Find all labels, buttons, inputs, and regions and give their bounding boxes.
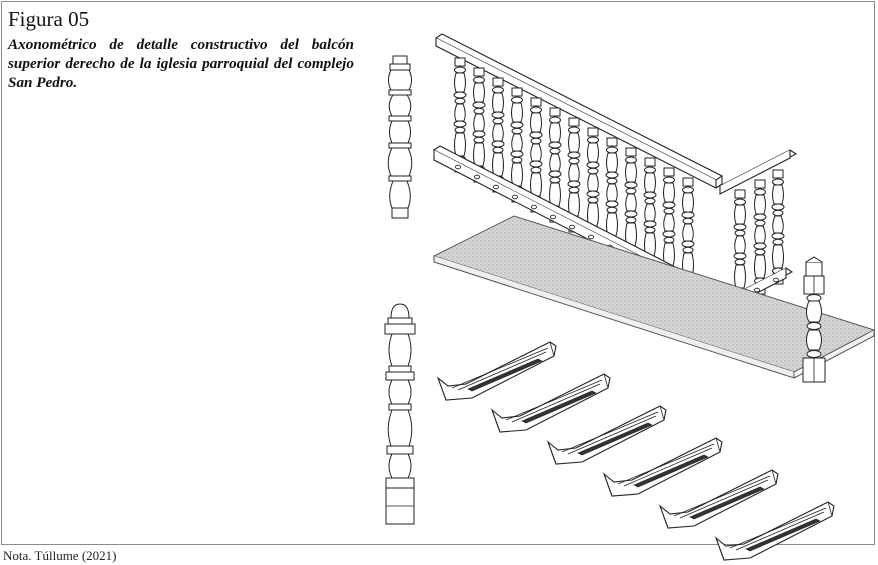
corner-post [802, 256, 826, 383]
baluster-elevation-upper [387, 55, 413, 219]
figure-label: Figura 05 [8, 7, 90, 31]
brackets [437, 341, 835, 561]
figure-title: Axonométrico de detalle constructivo del… [8, 36, 354, 91]
figure-frame [1, 1, 875, 545]
top-handrail-short [718, 149, 798, 195]
post-elevation-lower [384, 303, 416, 525]
figure-note: Nota. Túllume (2021) [3, 548, 117, 563]
top-handrail-long [434, 33, 724, 189]
